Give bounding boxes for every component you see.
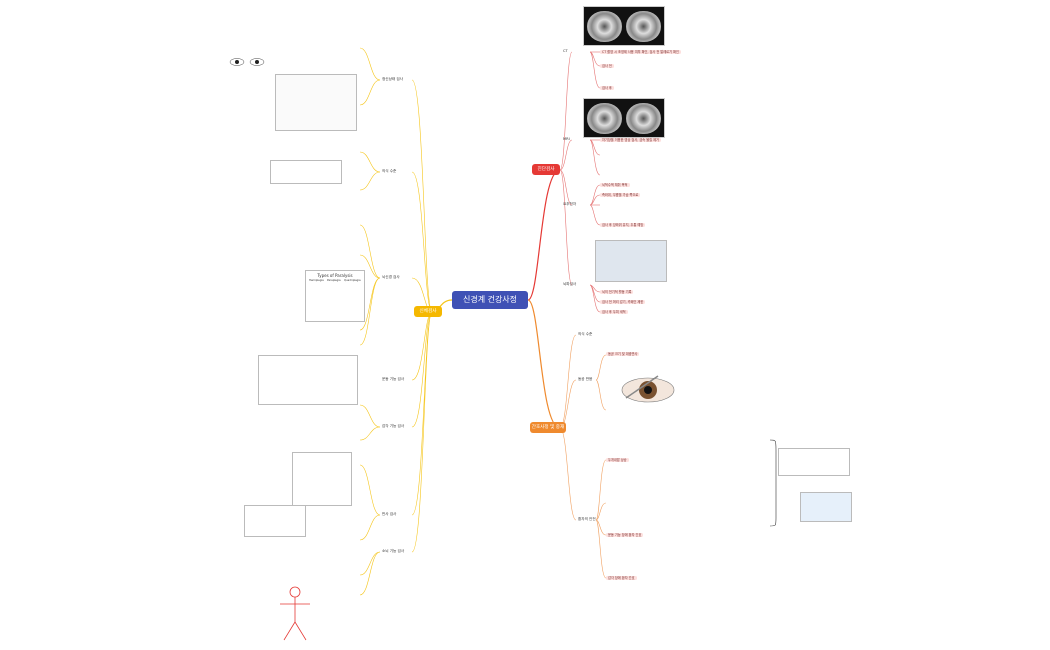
- sensory-test-figure: [244, 505, 306, 537]
- lp-definition: 뇌척수액 채취 목적: [600, 183, 630, 188]
- mri-scan-image: [583, 98, 665, 138]
- pupil-size-chart: [275, 74, 357, 131]
- eeg-definition: 뇌의 전기적 활동 기록: [600, 290, 634, 295]
- reflex-figure: [292, 452, 352, 506]
- phys-sensory[interactable]: 감각 기능 검사: [382, 424, 405, 428]
- phys-motor[interactable]: 운동 기능 검사: [382, 377, 405, 381]
- node-ct[interactable]: CT: [563, 49, 568, 53]
- central-topic[interactable]: 신경계 건강사정: [452, 291, 528, 309]
- mri-definition: 자기장을 이용한 영상 검사, 금속 물질 제거: [600, 138, 661, 143]
- ct-definition: CT 촬영 시 조영제 사용 여부 확인, 검사 전 알레르기 확인: [600, 50, 681, 55]
- paralysis-legend-0: Hemiplegia: [309, 279, 324, 282]
- eeg-photo: [595, 240, 667, 282]
- patient-lying-image: [270, 160, 342, 184]
- ct-scan-image: [583, 6, 665, 46]
- eyes-icon: [229, 58, 265, 66]
- node-eeg[interactable]: 뇌파검사: [563, 282, 577, 286]
- stick-figure: [280, 586, 310, 641]
- nursing-motor: 운동 기능 장애 환자 간호: [606, 533, 644, 538]
- nursing-pupil[interactable]: 동공 반응: [578, 377, 593, 381]
- phys-consciousness[interactable]: 의식 수준: [382, 169, 397, 173]
- ct-post-note: 검사 후: [600, 86, 614, 91]
- note-box: [778, 448, 850, 476]
- phys-reflex[interactable]: 반사 검사: [382, 512, 397, 516]
- phys-mental[interactable]: 정신상태 검사: [382, 77, 403, 81]
- cranial-nerve-table: [258, 355, 358, 405]
- paralysis-legend-1: Paraplegia: [327, 279, 341, 282]
- phys-cranial[interactable]: 뇌신경 검사: [382, 275, 400, 279]
- branch-nursing[interactable]: 간호사정 및 중재: [530, 422, 566, 433]
- patient-care-image: [800, 492, 852, 522]
- nursing-consciousness[interactable]: 의식 수준: [578, 332, 593, 336]
- node-mri[interactable]: MRI: [563, 137, 570, 141]
- node-lumbar[interactable]: 요추천자: [563, 202, 577, 206]
- paralysis-title: Types of Paralysis: [317, 273, 353, 278]
- branch-physical[interactable]: 신체검사: [414, 306, 442, 317]
- phys-cerebellum[interactable]: 소뇌 기능 검사: [382, 549, 405, 553]
- eeg-post: 검사 후 두피 세척: [600, 310, 628, 315]
- paralysis-types-figure: Types of Paralysis Hemiplegia Paraplegia…: [305, 270, 365, 322]
- lp-position: 측와위, 무릎을 가슴 쪽으로: [600, 193, 641, 198]
- lp-post: 검사 후 앙와위 유지, 두통 예방: [600, 223, 646, 228]
- ct-pre-note: 검사 전: [600, 64, 614, 69]
- paralysis-legend-2: Quadriplegia: [344, 279, 361, 282]
- eeg-pre: 검사 전 머리 감기, 카페인 제한: [600, 300, 646, 305]
- eye-illustration: [621, 375, 675, 403]
- nursing-sensory: 감각 장애 환자 간호: [606, 576, 637, 581]
- nursing-interventions[interactable]: 환자의 안전: [578, 517, 596, 521]
- nursing-icp: 두개내압 상승: [606, 458, 629, 463]
- nursing-pupil-size: 동공 크기 및 대광반사: [606, 352, 640, 357]
- branch-diagnostic[interactable]: 진단검사: [532, 164, 560, 175]
